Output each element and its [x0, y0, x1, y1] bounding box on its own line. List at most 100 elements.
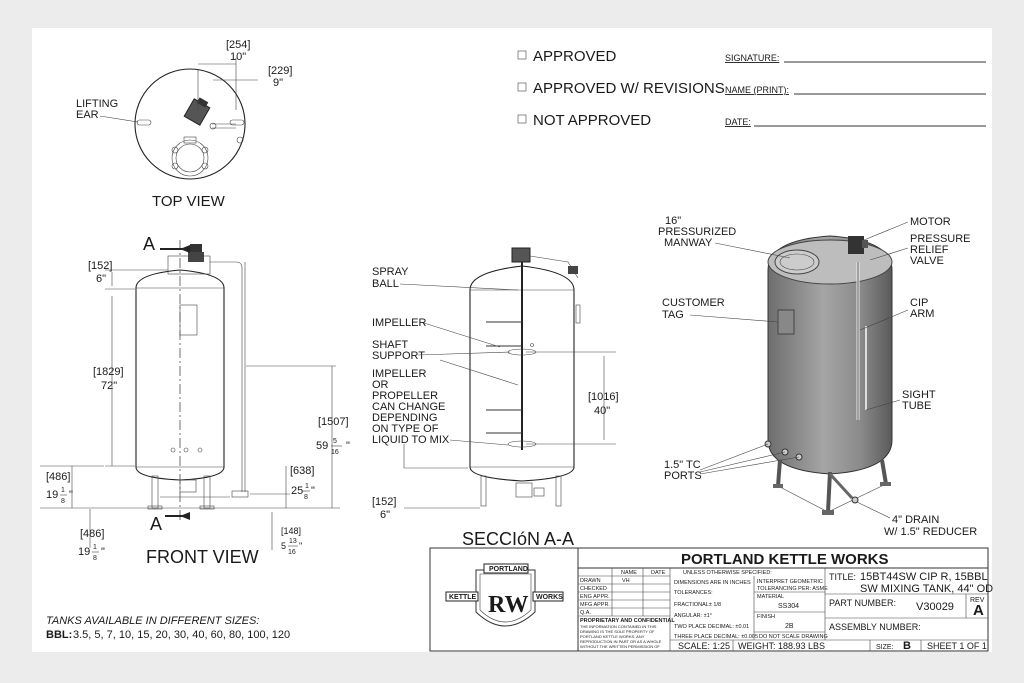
dim-638: [638]: [290, 465, 314, 477]
svg-text:TUBE: TUBE: [902, 400, 931, 412]
svg-text:19: 19: [78, 546, 90, 558]
svg-text:VALVE: VALVE: [910, 255, 944, 267]
dim-1829: [1829]: [93, 366, 124, 378]
svg-text:WORKS: WORKS: [536, 594, 563, 601]
svg-text:MATERIAL: MATERIAL: [757, 594, 784, 600]
svg-text:6": 6": [380, 509, 390, 521]
dim-1507: [1507]: [318, 416, 349, 428]
svg-text:": ": [101, 546, 105, 558]
approved-rev-checkbox[interactable]: [517, 82, 527, 92]
bbl-label: BBL:: [46, 629, 72, 641]
sheet-size: B: [903, 640, 911, 652]
name-print-label: NAME (PRINT):: [725, 85, 789, 95]
date-label: DATE:: [725, 117, 751, 127]
svg-text:PART NUMBER:: PART NUMBER:: [829, 598, 896, 608]
not-approved-checkbox[interactable]: [517, 114, 527, 124]
svg-text:SUPPORT: SUPPORT: [372, 350, 425, 362]
top-view-title: TOP VIEW: [152, 193, 226, 210]
svg-text:TAG: TAG: [662, 309, 684, 321]
scale: SCALE: 1:25: [678, 641, 730, 651]
drawing-title-2: SW MIXING TANK, 44" OD: [860, 583, 993, 595]
dim-254: [254]: [226, 39, 250, 51]
approval-block: APPROVED APPROVED W/ REVISIONS NOT APPRO…: [517, 48, 986, 129]
svg-text:PORTLAND KETTLE WORKS. ANY: PORTLAND KETTLE WORKS. ANY: [580, 634, 645, 639]
approved-checkbox[interactable]: [517, 50, 527, 60]
svg-text:PORTLAND: PORTLAND: [489, 566, 528, 573]
svg-text:INTERPRET GEOMETRIC: INTERPRET GEOMETRIC: [757, 579, 823, 585]
svg-text:8: 8: [304, 494, 308, 501]
manway-top: [171, 139, 209, 177]
relief-label: PRESSURE: [910, 233, 971, 245]
company-logo: PORTLAND KETTLE WORKS RW: [445, 563, 564, 627]
iso-view: 16" PRESSURIZED MANWAY CUSTOMER TAG MOTO…: [658, 215, 977, 538]
svg-text:FINISH: FINISH: [757, 614, 775, 620]
impeller-note: IMPELLER OR PROPELLER CAN CHANGE DEPENDI…: [372, 368, 450, 446]
leg-front-right: [203, 475, 211, 509]
svg-text:TWO PLACE DECIMAL: ±0.01: TWO PLACE DECIMAL: ±0.01: [674, 624, 749, 630]
svg-text:DEPENDING: DEPENDING: [372, 412, 437, 424]
svg-text:CAN CHANGE: CAN CHANGE: [372, 401, 445, 413]
approved-rev-label: APPROVED W/ REVISIONS: [533, 80, 725, 97]
svg-text:IMPELLER: IMPELLER: [372, 368, 426, 380]
dim-152-section: [152]: [372, 496, 396, 508]
svg-text:REPRODUCTION IN PART OR AS A W: REPRODUCTION IN PART OR AS A WHOLE: [580, 639, 662, 644]
svg-text:DATE: DATE: [651, 570, 666, 576]
sheet-number: SHEET 1 OF 1: [927, 641, 987, 651]
spray-ball-label: SPRAY: [372, 266, 409, 278]
section-title: SECCIóN A-A: [462, 529, 574, 549]
svg-text:TOLERANCES:: TOLERANCES:: [674, 590, 713, 596]
svg-text:OR: OR: [372, 379, 389, 391]
iso-motor: [848, 236, 864, 254]
manway-label: 16": [665, 215, 681, 227]
svg-text:ENG APPR.: ENG APPR.: [580, 594, 610, 600]
lifting-ear-left: [136, 119, 152, 126]
svg-text:REV: REV: [970, 597, 985, 604]
svg-text:": ": [311, 485, 315, 497]
dim-486-a: [486]: [46, 471, 70, 483]
svg-text:PRESSURIZED: PRESSURIZED: [658, 226, 736, 238]
part-number: V30029: [916, 601, 954, 613]
svg-text:THE INFORMATION CONTAINED IN T: THE INFORMATION CONTAINED IN THIS: [580, 624, 657, 629]
svg-text:8: 8: [93, 555, 97, 562]
dim-486-b: [486]: [80, 528, 104, 540]
svg-text:W/ 1.5" REDUCER: W/ 1.5" REDUCER: [884, 526, 977, 538]
svg-text:ARM: ARM: [910, 308, 934, 320]
sizes-note: TANKS AVAILABLE IN DIFFERENT SIZES: BBL:…: [46, 615, 290, 641]
motor-front: [190, 244, 202, 252]
svg-text:THREE PLACE DECIMAL: ±0.005: THREE PLACE DECIMAL: ±0.005: [674, 634, 758, 640]
shaft-support-label: SHAFT: [372, 339, 408, 351]
svg-text:Q.A.: Q.A.: [580, 610, 591, 616]
dim-229: [229]: [268, 65, 292, 77]
svg-text:EAR: EAR: [76, 109, 99, 121]
signature-label: SIGNATURE:: [725, 53, 779, 63]
not-approved-label: NOT APPROVED: [533, 112, 651, 129]
svg-text:ANGULAR: ±1°: ANGULAR: ±1°: [674, 613, 712, 619]
section-marker-top: A: [143, 234, 155, 254]
revision: A: [973, 602, 984, 619]
motor-section: [511, 247, 531, 263]
svg-text:16: 16: [331, 449, 339, 456]
top-view: [254] 10" [229] 9" LIFTING EAR TOP VIEW: [76, 39, 292, 210]
svg-text:10": 10": [230, 51, 246, 63]
svg-text:59: 59: [316, 440, 328, 452]
customer-tag-label: CUSTOMER: [662, 297, 725, 309]
motor-top: [183, 97, 211, 126]
svg-text:KETTLE: KETTLE: [449, 594, 477, 601]
sight-tube-label: SIGHT: [902, 389, 936, 401]
svg-text:CHECKED: CHECKED: [580, 586, 607, 592]
svg-text:PROPELLER: PROPELLER: [372, 390, 438, 402]
lifting-ear-label: LIFTING: [76, 98, 118, 110]
cip-label: CIP: [910, 297, 928, 309]
svg-text:": ": [299, 541, 302, 551]
svg-text:8: 8: [61, 498, 65, 505]
svg-text:DO NOT SCALE DRAWING: DO NOT SCALE DRAWING: [759, 634, 828, 640]
leg-front-left: [151, 475, 159, 509]
svg-text:FRACTIONAL± 1/8: FRACTIONAL± 1/8: [674, 602, 721, 608]
sizes-heading: TANKS AVAILABLE IN DIFFERENT SIZES:: [46, 615, 259, 627]
svg-text:25: 25: [291, 485, 303, 497]
svg-text:72": 72": [101, 380, 117, 392]
approved-label: APPROVED: [533, 48, 617, 65]
svg-text:16: 16: [288, 549, 296, 556]
front-view-title: FRONT VIEW: [146, 547, 259, 567]
svg-text:RW: RW: [488, 592, 529, 618]
